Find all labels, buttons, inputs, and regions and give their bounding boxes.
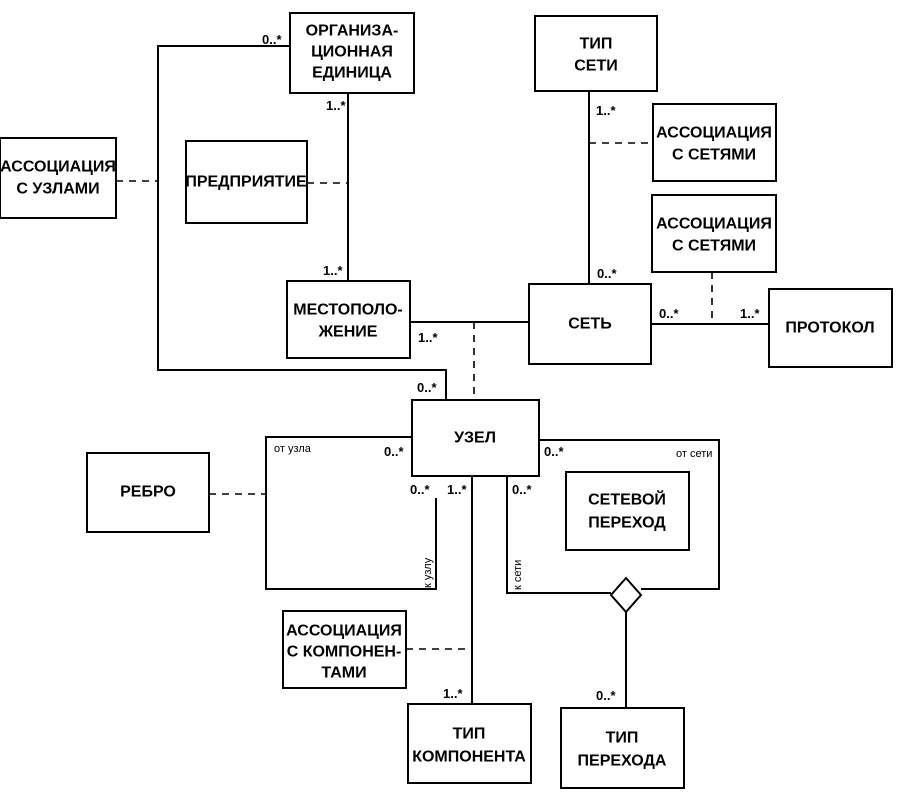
org-unit-label-1: ОРГАНИЗА-: [306, 23, 399, 40]
role-to-node: к узлу: [422, 557, 434, 588]
mult-location-up: 1..*: [323, 263, 343, 278]
org-unit-node-association: [157, 45, 447, 400]
net-type-label-2: СЕТИ: [574, 58, 618, 75]
net-assoc-1-label-2: С СЕТЯМИ: [672, 147, 756, 164]
node-net-transition-association-from: [539, 439, 720, 590]
role-to-net: к сети: [512, 560, 524, 590]
enterprise-label: ПРЕДПРИЯТИЕ: [185, 174, 307, 191]
net-type-label-1: ТИП: [580, 36, 613, 53]
component-assoc-label-1: АССОЦИАЦИЯ: [286, 623, 402, 640]
node-assoc-label-1: АССОЦИАЦИЯ: [0, 159, 116, 176]
org-unit-label-3: ЕДИНИЦА: [312, 65, 392, 82]
node-assoc-label-2: С УЗЛАМИ: [16, 181, 99, 198]
mult-org-unit-down: 1..*: [326, 98, 346, 113]
class-net-assoc-1: АССОЦИАЦИЯ С СЕТЯМИ: [652, 103, 777, 182]
class-net-assoc-2: АССОЦИАЦИЯ С СЕТЯМИ: [651, 194, 777, 273]
mult-component-type-up: 1..*: [443, 686, 463, 701]
edge-label: РЕБРО: [120, 484, 176, 501]
mult-node-component: 1..*: [447, 482, 467, 497]
protocol-label: ПРОТОКОЛ: [785, 320, 874, 337]
node-label: УЗЕЛ: [454, 430, 496, 447]
role-from-net: от сети: [676, 448, 712, 460]
role-from-node: от узла: [274, 443, 312, 455]
association-lines: [157, 45, 769, 708]
class-transition-type: ТИП ПЕРЕХОДА: [560, 707, 685, 789]
component-type-label-2: КОМПОНЕНТА: [412, 749, 526, 766]
class-net-type: ТИП СЕТИ: [534, 15, 658, 92]
class-location: МЕСТОПОЛО- ЖЕНИЕ: [286, 280, 411, 359]
net-transition-label-2: ПЕРЕХОД: [588, 515, 666, 532]
transition-diamond: [609, 576, 643, 614]
net-assoc-2-label-1: АССОЦИАЦИЯ: [656, 216, 772, 233]
class-net-transition: СЕТЕВОЙ ПЕРЕХОД: [565, 471, 690, 551]
node-self-association: [265, 436, 437, 590]
network-label: СЕТЬ: [568, 316, 612, 333]
mult-org-unit-nodes: 0..*: [262, 32, 282, 47]
mult-protocol-left: 1..*: [740, 306, 760, 321]
class-node-assoc: АССОЦИАЦИЯ С УЗЛАМИ: [0, 137, 117, 219]
mult-network-up: 0..*: [597, 266, 617, 281]
mult-node-from-net: 0..*: [544, 444, 564, 459]
class-org-unit: ОРГАНИЗА- ЦИОННАЯ ЕДИНИЦА: [289, 12, 415, 94]
mult-node-from-org: 0..*: [417, 380, 437, 395]
mult-net-type-down: 1..*: [596, 103, 616, 118]
class-node: УЗЕЛ: [411, 399, 540, 477]
class-edge: РЕБРО: [86, 452, 210, 533]
role-labels: от узла от сети к узлу к сети: [274, 443, 712, 590]
association-class-links: [116, 142, 713, 650]
net-assoc-1-label-1: АССОЦИАЦИЯ: [656, 125, 772, 142]
mult-node-to-node: 0..*: [410, 482, 430, 497]
mult-node-to-net: 0..*: [512, 482, 532, 497]
org-unit-label-2: ЦИОННАЯ: [311, 44, 393, 61]
net-assoc-2-label-2: С СЕТЯМИ: [672, 238, 756, 255]
class-enterprise: ПРЕДПРИЯТИЕ: [185, 140, 308, 224]
location-label-1: МЕСТОПОЛО-: [293, 302, 403, 319]
node-net-transition-association-to: [506, 476, 611, 594]
mult-location-right: 1..*: [418, 330, 438, 345]
class-network: СЕТЬ: [528, 283, 652, 365]
class-component-assoc: АССОЦИАЦИЯ С КОМПОНЕН- ТАМИ: [282, 610, 407, 689]
transition-type-label-1: ТИП: [606, 730, 639, 747]
class-component-type: ТИП КОМПОНЕНТА: [407, 703, 532, 784]
mult-network-right: 0..*: [659, 306, 679, 321]
transition-type-label-2: ПЕРЕХОДА: [578, 753, 667, 770]
net-transition-label-1: СЕТЕВОЙ: [588, 490, 666, 509]
component-assoc-label-3: ТАМИ: [321, 665, 366, 682]
mult-transition-type-up: 0..*: [596, 688, 616, 703]
class-protocol: ПРОТОКОЛ: [768, 288, 893, 368]
component-assoc-label-2: С КОМПОНЕН-: [287, 644, 402, 661]
multiplicity-labels: 0..* 1..* 1..* 1..* 0..* 1..* 0..* 0..* …: [262, 32, 760, 703]
mult-node-from-node: 0..*: [384, 444, 404, 459]
location-label-2: ЖЕНИЕ: [318, 324, 378, 341]
component-type-label-1: ТИП: [453, 726, 486, 743]
